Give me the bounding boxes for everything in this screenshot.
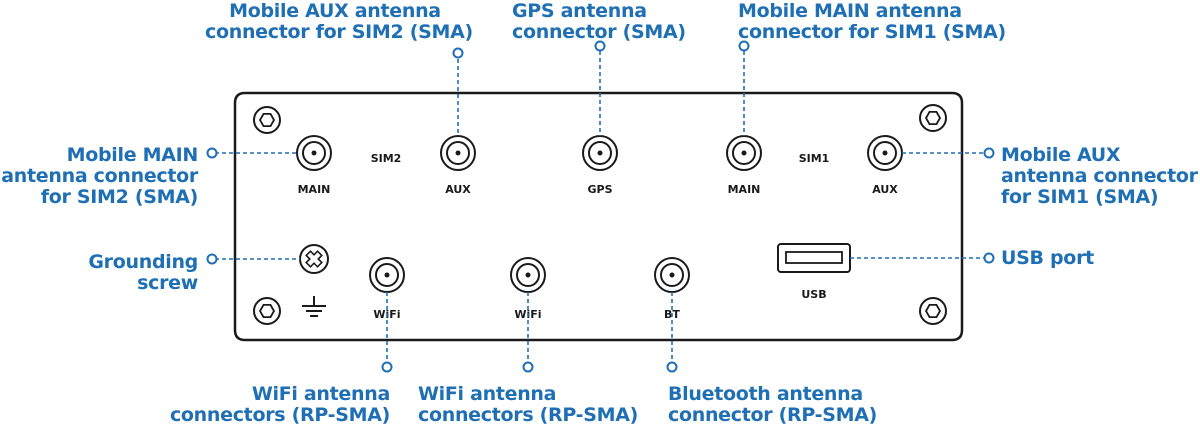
- usb-port-icon: [777, 243, 851, 273]
- ground-symbol-icon: [302, 296, 326, 317]
- callout-dot: [983, 252, 995, 264]
- callout-dot: [666, 361, 678, 373]
- connector-main-sim2: [296, 135, 332, 171]
- callout-bt: Bluetooth antenna connector (RP-SMA): [668, 383, 878, 426]
- callout-wifi-1: WiFi antenna connectors (RP-SMA): [169, 383, 390, 426]
- label-usb: USB: [801, 288, 826, 301]
- callout-dot: [738, 40, 750, 52]
- callout-dot: [522, 361, 534, 373]
- label-sim2: SIM2: [371, 152, 402, 165]
- callout-wifi-2: WiFi antenna connectors (RP-SMA): [418, 383, 639, 426]
- callout-dot: [983, 147, 995, 159]
- grounding-screw-icon: [299, 244, 329, 274]
- label-aux-left: AUX: [445, 183, 471, 196]
- mounting-screw-icon: [919, 104, 947, 132]
- connector-wifi-1: [369, 257, 405, 293]
- connector-wifi-2: [510, 257, 546, 293]
- mounting-screw-icon: [253, 297, 281, 325]
- callout-aux-sim1: Mobile AUX antenna connector for SIM1 (S…: [1001, 144, 1198, 208]
- connector-main-sim1: [726, 135, 762, 171]
- connector-aux-sim2: [440, 135, 476, 171]
- connector-gps: [582, 135, 618, 171]
- connector-aux-sim1: [867, 135, 903, 171]
- label-main-right: MAIN: [728, 183, 761, 196]
- callout-dot: [452, 47, 464, 59]
- callout-usb: USB port: [1001, 247, 1094, 269]
- mounting-screw-icon: [919, 297, 947, 325]
- device-body: [233, 91, 964, 342]
- label-sim1: SIM1: [799, 152, 830, 165]
- label-aux-right: AUX: [872, 183, 898, 196]
- label-gps: GPS: [587, 183, 612, 196]
- callout-main-sim2: Mobile MAIN antenna connector for SIM2 (…: [1, 144, 198, 208]
- connector-bt: [654, 257, 690, 293]
- callout-aux-sim2: Mobile AUX antenna connector for SIM2 (S…: [205, 0, 473, 43]
- callout-grounding: Grounding screw: [88, 251, 198, 294]
- callout-main-sim1: Mobile MAIN antenna connector for SIM1 (…: [738, 0, 1006, 43]
- callout-dot: [594, 40, 606, 52]
- callout-gps: GPS antenna connector (SMA): [512, 0, 686, 43]
- callout-dot: [381, 361, 393, 373]
- callout-dot: [206, 253, 218, 265]
- mounting-screw-icon: [253, 106, 281, 134]
- callout-dot: [206, 147, 218, 159]
- label-main-left: MAIN: [298, 183, 331, 196]
